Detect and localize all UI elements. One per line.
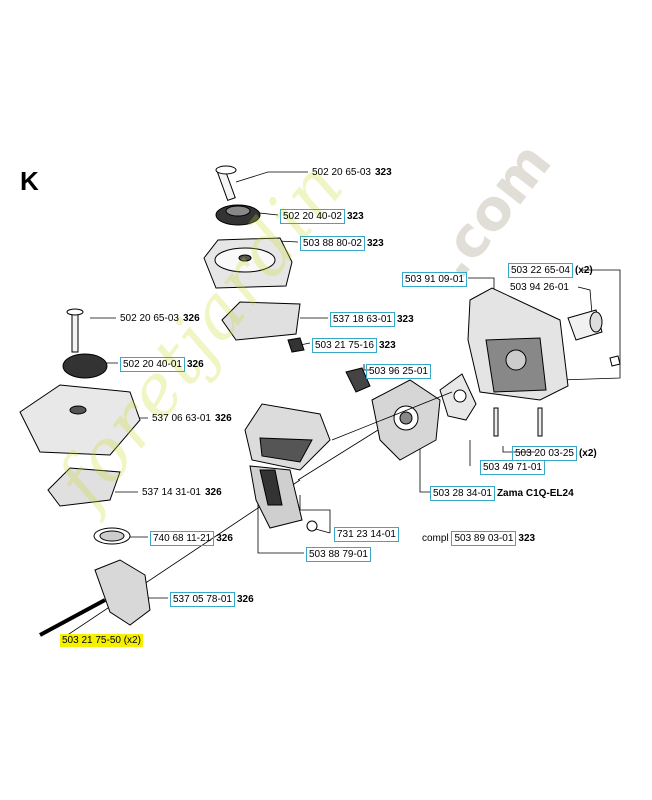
carburetor	[345, 367, 477, 461]
callout-long-bolt: 503 21 75-50 (x2)	[60, 634, 143, 647]
air-filter-top-group	[203, 165, 305, 353]
callout-housing: 503 88 79-01	[306, 547, 371, 562]
cover-assembly	[467, 287, 621, 437]
callout-cover: 503 91 09-01	[402, 272, 467, 287]
callout-nut: 731 23 14-01	[334, 527, 399, 542]
callout-gasket: 503 49 71-01	[480, 460, 545, 475]
callout-knob: 503 94 26-01	[510, 282, 569, 293]
callout-bolt-x2: 503 20 03-25(x2)	[512, 446, 597, 461]
callout-choke-lever: 503 96 25-01	[366, 364, 431, 379]
air-filter-housing	[244, 403, 331, 532]
section-letter: K	[20, 166, 39, 196]
callout-cover-screw: 503 22 65-04(x2)	[508, 263, 593, 278]
air-filter-left-group	[19, 308, 151, 637]
